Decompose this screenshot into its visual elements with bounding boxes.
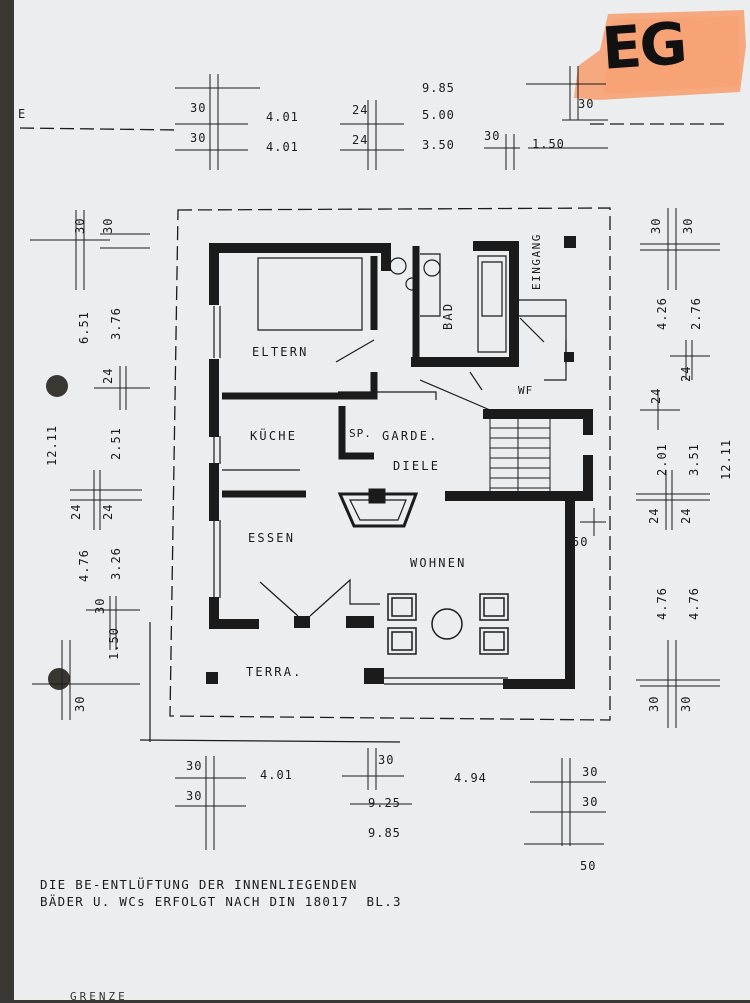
dimension-label: 30 (378, 753, 394, 767)
room-label-wc: WF (518, 384, 533, 397)
dimension-label: 1.50 (532, 137, 565, 151)
dimension-label: 4.94 (454, 771, 487, 785)
dimension-label: 4.76 (77, 549, 91, 582)
dimension-label: 24 (679, 508, 693, 524)
dimension-label: 24 (69, 504, 83, 520)
room-label-essen: ESSEN (248, 531, 295, 545)
wall-north-right (411, 241, 519, 367)
column (364, 668, 384, 684)
dimension-label: 3.26 (109, 547, 123, 580)
dimension-label: 50 (580, 859, 596, 873)
column (294, 616, 310, 628)
dimension-label: 2.01 (655, 443, 669, 476)
toilet (389, 257, 407, 275)
room-label-wohnen: WOHNEN (410, 556, 467, 570)
dimension-label: 30 (649, 218, 663, 234)
outer-boundary (169, 207, 611, 721)
room-label-diele: DIELE (393, 459, 440, 473)
ventilation-note: DIE BE-ENTLÜFTUNG DER INNENLIEGENDEN BÄDE… (40, 876, 402, 910)
punch-hole (46, 375, 68, 397)
dim-left-overall: 12.11 (45, 425, 59, 466)
note-line: BÄDER U. WCs ERFOLGT NACH DIN 18017 BL.3 (40, 894, 402, 909)
dimension-label: 9.25 (368, 796, 401, 810)
column (346, 616, 374, 628)
column (564, 236, 576, 248)
dimension-label: 4.01 (266, 110, 299, 124)
dimension-label: 24 (101, 368, 115, 384)
footer-label: GRENZE (70, 990, 128, 1003)
dim-right-overall: 12.11 (719, 439, 733, 480)
column (564, 352, 574, 362)
dimension-label: 30 (190, 101, 206, 115)
dimension-label: 30 (190, 131, 206, 145)
room-label-garderobe: GARDE. (382, 429, 439, 443)
bathtub (477, 255, 507, 353)
dimension-label: 50 (572, 535, 588, 549)
dimension-ticks (30, 66, 720, 850)
dimension-label: 24 (649, 388, 663, 404)
dimension-label: 5.00 (422, 108, 455, 122)
dimension-label: 6.51 (77, 311, 91, 344)
dimension-label: 30 (101, 218, 115, 234)
dimension-label: 24 (647, 508, 661, 524)
dimension-label: 30 (93, 598, 107, 614)
wall-kueche-north (222, 372, 378, 400)
dimension-label: 30 (679, 696, 693, 712)
dimension-label: E (18, 107, 26, 121)
dimension-label: 3.51 (687, 443, 701, 476)
bed (257, 257, 363, 331)
wall-stair-east (445, 455, 593, 501)
dimension-label: 30 (484, 129, 500, 143)
dimension-label: 30 (582, 795, 598, 809)
dimension-label: 24 (352, 133, 368, 147)
staircase (489, 417, 551, 493)
sink (405, 277, 419, 291)
dim-top-overall: 9.85 (422, 81, 455, 95)
room-label-speise: SP. (349, 427, 372, 440)
dimension-label: 30 (73, 218, 87, 234)
dimension-label: 4.76 (655, 587, 669, 620)
dimension-label: 4.26 (655, 297, 669, 330)
sink (423, 259, 441, 277)
wall-west-lower (209, 597, 259, 629)
dimension-label: 3.50 (422, 138, 455, 152)
dimension-label: 30 (582, 765, 598, 779)
note-line: DIE BE-ENTLÜFTUNG DER INNENLIEGENDEN (40, 877, 358, 892)
dining-set (387, 593, 509, 655)
dimension-label: 24 (679, 366, 693, 382)
dimension-label: 30 (647, 696, 661, 712)
room-label-eltern: ELTERN (252, 345, 309, 359)
highlighter-mark (574, 10, 746, 100)
dimension-label: 2.51 (109, 427, 123, 460)
dimension-label: 30 (186, 789, 202, 803)
dimension-label: 30 (73, 696, 87, 712)
dimension-label: 4.01 (266, 140, 299, 154)
room-label-kueche: KÜCHE (250, 427, 297, 443)
fireplace (337, 488, 419, 528)
dimension-label: 1.50 (107, 627, 121, 660)
room-label-eingang: EINGANG (530, 233, 543, 290)
column (206, 672, 218, 684)
dimension-label: 4.76 (687, 587, 701, 620)
room-label-terrasse: TERRA. (246, 665, 303, 679)
dimension-label: 24 (352, 103, 368, 117)
dimension-label: 30 (578, 97, 594, 111)
room-label-bad: BAD (441, 302, 455, 330)
dimension-label: 30 (681, 218, 695, 234)
dimension-label: 30 (186, 759, 202, 773)
wall-speise (338, 406, 374, 460)
wall-north-left (209, 243, 391, 305)
dimension-label: 2.76 (689, 297, 703, 330)
dimension-label: 3.76 (109, 307, 123, 340)
wall-east (503, 491, 575, 689)
dimension-label: 4.01 (260, 768, 293, 782)
wall-stair-top (483, 409, 593, 435)
dim-bottom-overall: 9.85 (368, 826, 401, 840)
dimension-label: 24 (101, 504, 115, 520)
